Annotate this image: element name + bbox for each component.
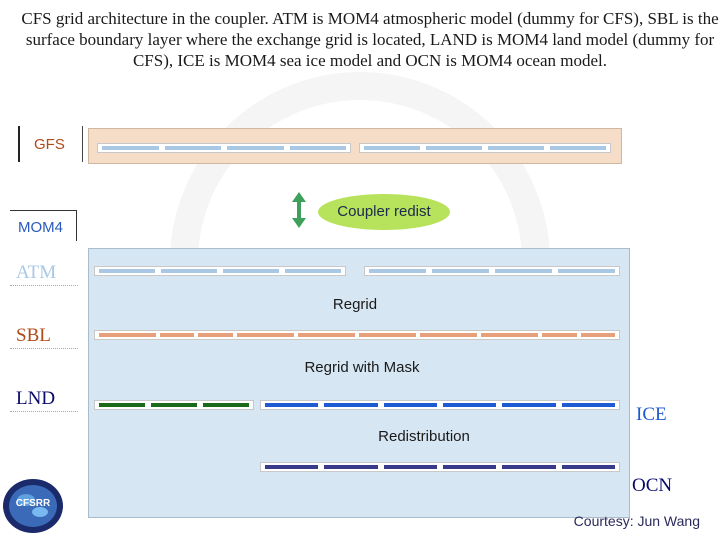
lnd-label: LND xyxy=(10,386,78,412)
gfs-divider xyxy=(82,126,83,162)
sbl-label: SBL xyxy=(10,323,78,349)
gfs-label-bracket xyxy=(18,126,20,162)
sbl-grid-strip xyxy=(94,330,620,340)
ice-label: ICE xyxy=(636,404,667,425)
gfs-panel xyxy=(88,128,622,164)
regrid-with-mask-label: Regrid with Mask xyxy=(304,359,420,376)
page-title: CFS grid architecture in the coupler. AT… xyxy=(21,9,719,70)
gfs-grid-strip-left xyxy=(97,143,351,153)
redistribution-label: Redistribution xyxy=(378,428,470,445)
cfsrr-logo-icon xyxy=(3,479,63,533)
mom4-grid-panel xyxy=(88,248,630,518)
ocn-label: OCN xyxy=(632,475,673,496)
ocn-grid-strip xyxy=(260,462,620,472)
courtesy-credit: Courtesy: Jun Wang xyxy=(573,513,700,529)
logo-text: CFSRR xyxy=(15,498,51,509)
double-arrow-icon xyxy=(292,192,306,228)
ice-grid-strip xyxy=(260,400,620,410)
regrid-label: Regrid xyxy=(332,296,378,313)
atm-grid-strip-right xyxy=(364,266,620,276)
gfs-label: GFS xyxy=(34,136,65,153)
mom4-label-bracket xyxy=(10,210,77,241)
coupler-redist-ellipse: Coupler redist xyxy=(318,194,450,230)
atm-grid-strip-left xyxy=(94,266,346,276)
gfs-grid-strip-right xyxy=(359,143,611,153)
mom4-label: MOM4 xyxy=(18,219,63,236)
lnd-grid-strip xyxy=(94,400,254,410)
atm-label: ATM xyxy=(10,260,78,286)
